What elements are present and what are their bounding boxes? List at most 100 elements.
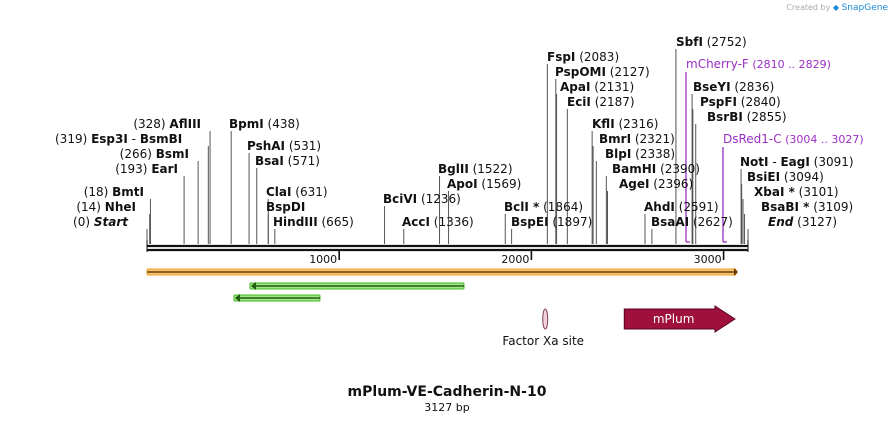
site-position: (18) xyxy=(84,185,112,199)
site-position: (193) xyxy=(115,162,151,176)
site-name: BamHI xyxy=(612,162,656,176)
site-position: (319) xyxy=(55,132,91,146)
site-name: NotI xyxy=(740,155,769,169)
site-name: BlpI xyxy=(605,147,631,161)
site-agei-27-label: AgeI (2396) xyxy=(619,177,693,191)
mplum-feature-arrow xyxy=(623,305,736,333)
site-name: BciVI xyxy=(383,192,417,206)
site-name: ApoI xyxy=(447,177,478,191)
site-name: BmtI xyxy=(112,185,144,199)
primer-position: (3004 .. 3027) xyxy=(782,133,864,146)
site-name: BglII xyxy=(438,162,469,176)
site-name: BspDI xyxy=(266,200,305,214)
site-name: PspOMI xyxy=(555,65,606,79)
site-position: (2321) xyxy=(631,132,675,146)
site-nhei-1-label: (14) NheI xyxy=(76,200,136,214)
site-bcivi-13-label: BciVI (1236) xyxy=(383,192,461,206)
orange-feature-arrowhead xyxy=(734,268,738,276)
primer-name: mCherry-F xyxy=(686,57,749,71)
site-position: (2187) xyxy=(591,95,635,109)
site-name: End xyxy=(768,215,794,229)
map-title: mPlum-VE-Cadherin-N-10 xyxy=(348,384,547,400)
site-xbai-36-label: XbaI * (3101) xyxy=(754,185,839,199)
site-position: (266) xyxy=(120,147,156,161)
site-pair-name: EagI xyxy=(780,155,809,169)
site-acci-14-label: AccI (1336) xyxy=(402,215,474,229)
site-name: ClaI xyxy=(266,185,291,199)
site-position: (2083) xyxy=(575,50,619,64)
site-name: EarI xyxy=(151,162,178,176)
site-name: BsmI xyxy=(156,147,189,161)
site-name: PspFI xyxy=(700,95,737,109)
site-name: BsaAI xyxy=(651,215,689,229)
site-name: HindIII xyxy=(273,215,318,229)
site-bsmi-4-label: (266) BsmI xyxy=(120,147,189,161)
site-bmti-2-label: (18) BmtI xyxy=(84,185,144,199)
site-position: (2390) xyxy=(656,162,700,176)
site-name: AccI xyxy=(402,215,430,229)
site-position: (2131) xyxy=(590,80,634,94)
site-name: Start xyxy=(94,215,129,229)
site-position: (3101) xyxy=(795,185,839,199)
site-position: (2338) xyxy=(631,147,675,161)
site-position: (438) xyxy=(264,117,300,131)
site-position: (2836) xyxy=(731,80,775,94)
site-ecii-22-label: EciI (2187) xyxy=(567,95,635,109)
site-eari-3-label: (193) EarI xyxy=(115,162,178,176)
primer-dsred1-c-label: DsRed1-C (3004 .. 3027) xyxy=(723,132,864,146)
site-name: AhdI xyxy=(644,200,675,214)
credit-text: Created by xyxy=(786,3,831,12)
tick-label-2000: 2000 xyxy=(501,253,529,266)
site-bsiei-35-label: BsiEI (3094) xyxy=(747,170,824,184)
site-position: (14) xyxy=(76,200,104,214)
site-pshai-8-label: PshAI (531) xyxy=(247,139,321,153)
primer-position: (2810 .. 2829) xyxy=(749,58,831,71)
primer-mcherry-f-label: mCherry-F (2810 .. 2829) xyxy=(686,57,831,71)
site-apai-21-label: ApaI (2131) xyxy=(560,80,634,94)
primer-name: DsRed1-C xyxy=(723,132,782,146)
site-ahdi-28-label: AhdI (2591) xyxy=(644,200,719,214)
site-bseyi-31-label: BseYI (2836) xyxy=(693,80,774,94)
map-length: 3127 bp xyxy=(424,401,469,414)
snapgene-logo-icon: ◆ xyxy=(832,3,840,12)
site-name: BsaBI * xyxy=(761,200,810,214)
site-position: (1864) xyxy=(539,200,583,214)
site-start-0-label: (0) Start xyxy=(73,215,129,229)
credit-brand: SnapGene xyxy=(841,3,888,13)
site-name: BsiEI xyxy=(747,170,780,184)
site-position: (1522) xyxy=(469,162,513,176)
green-feature-1-arrowhead xyxy=(251,282,256,290)
site-pspomi-20-label: PspOMI (2127) xyxy=(555,65,650,79)
site-bglii-15-label: BglII (1522) xyxy=(438,162,513,176)
site-bsrbi-33-label: BsrBI (2855) xyxy=(707,110,787,124)
site-pair-name: BsmBI xyxy=(140,132,182,146)
site-noti-34-label: NotI - EagI (3091) xyxy=(740,155,854,169)
site-name: BseYI xyxy=(693,80,731,94)
site-position: (2591) xyxy=(675,200,719,214)
site-name: ApaI xyxy=(560,80,590,94)
site-position: (328) xyxy=(133,117,169,131)
site-position: (1897) xyxy=(549,215,593,229)
site-position: (2855) xyxy=(743,110,787,124)
factor-xa-site-label: Factor Xa site xyxy=(502,334,584,348)
site-bspei-18-label: BspEI (1897) xyxy=(511,215,592,229)
site-bsabi-37-label: BsaBI * (3109) xyxy=(761,200,853,214)
site-position: (1336) xyxy=(430,215,474,229)
site-name: BsrBI xyxy=(707,110,743,124)
site-bpmi-7-label: BpmI (438) xyxy=(229,117,300,131)
site-blpi-25-label: BlpI (2338) xyxy=(605,147,675,161)
site-name: AflIII xyxy=(169,117,201,131)
site-position: (571) xyxy=(284,154,320,168)
site-sbfi-30-label: SbfI (2752) xyxy=(676,35,747,49)
tick-label-3000: 3000 xyxy=(694,253,722,266)
site-position: (2627) xyxy=(689,215,733,229)
site-position: (3094) xyxy=(780,170,824,184)
site-position: (2752) xyxy=(703,35,747,49)
site-bspdi-11-label: BspDI xyxy=(266,200,305,214)
site-bmri-24-label: BmrI (2321) xyxy=(599,132,675,146)
site-esp3i-5-label: (319) Esp3I - BsmBI xyxy=(55,132,182,146)
site-name: KflI xyxy=(592,117,615,131)
site-position: (665) xyxy=(318,215,354,229)
site-bsai-9-label: BsaI (571) xyxy=(255,154,320,168)
